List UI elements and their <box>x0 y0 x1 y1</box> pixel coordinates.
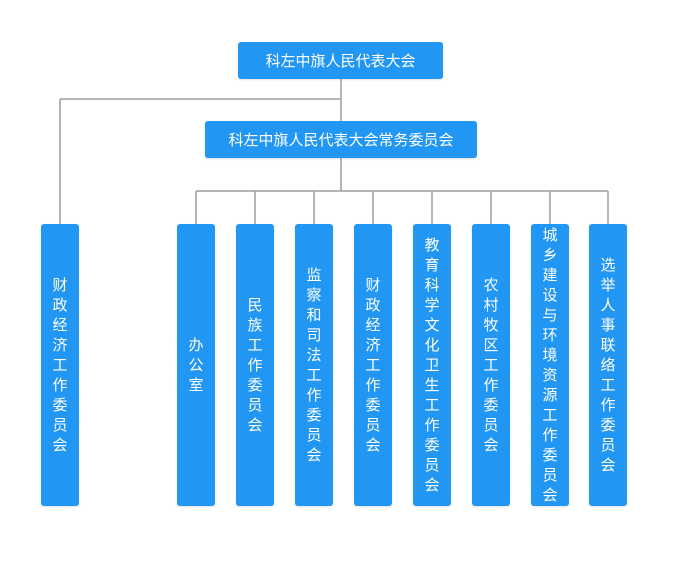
node-direct-committee-label: 财政经济工作委员会 <box>52 276 68 454</box>
node-sub-5-label: 教育科学文化卫生工作委员会 <box>424 236 440 494</box>
node-top: 科左中旗人民代表大会 <box>238 42 443 79</box>
node-sub-6-label: 农村牧区工作委员会 <box>483 276 499 454</box>
node-sub-3-label: 监察和司法工作委员会 <box>306 266 322 464</box>
node-sub-4: 财政经济工作委员会 <box>354 224 392 506</box>
node-sub-8-label: 选举人事联络工作委员会 <box>600 256 616 474</box>
node-sub-1-label: 办公室 <box>188 336 204 394</box>
node-standing-committee-label: 科左中旗人民代表大会常务委员会 <box>228 131 454 149</box>
node-sub-7: 城乡建设与环境资源工作委员会 <box>531 224 569 506</box>
node-sub-7-label: 城乡建设与环境资源工作委员会 <box>542 226 558 504</box>
node-standing-committee: 科左中旗人民代表大会常务委员会 <box>205 121 477 158</box>
node-sub-5: 教育科学文化卫生工作委员会 <box>413 224 451 506</box>
node-sub-6: 农村牧区工作委员会 <box>472 224 510 506</box>
node-sub-2: 民族工作委员会 <box>236 224 274 506</box>
node-sub-2-label: 民族工作委员会 <box>247 296 263 434</box>
node-sub-4-label: 财政经济工作委员会 <box>365 276 381 454</box>
node-direct-committee: 财政经济工作委员会 <box>41 224 79 506</box>
node-sub-3: 监察和司法工作委员会 <box>295 224 333 506</box>
node-top-label: 科左中旗人民代表大会 <box>265 52 416 70</box>
node-sub-1: 办公室 <box>177 224 215 506</box>
node-sub-8: 选举人事联络工作委员会 <box>589 224 627 506</box>
